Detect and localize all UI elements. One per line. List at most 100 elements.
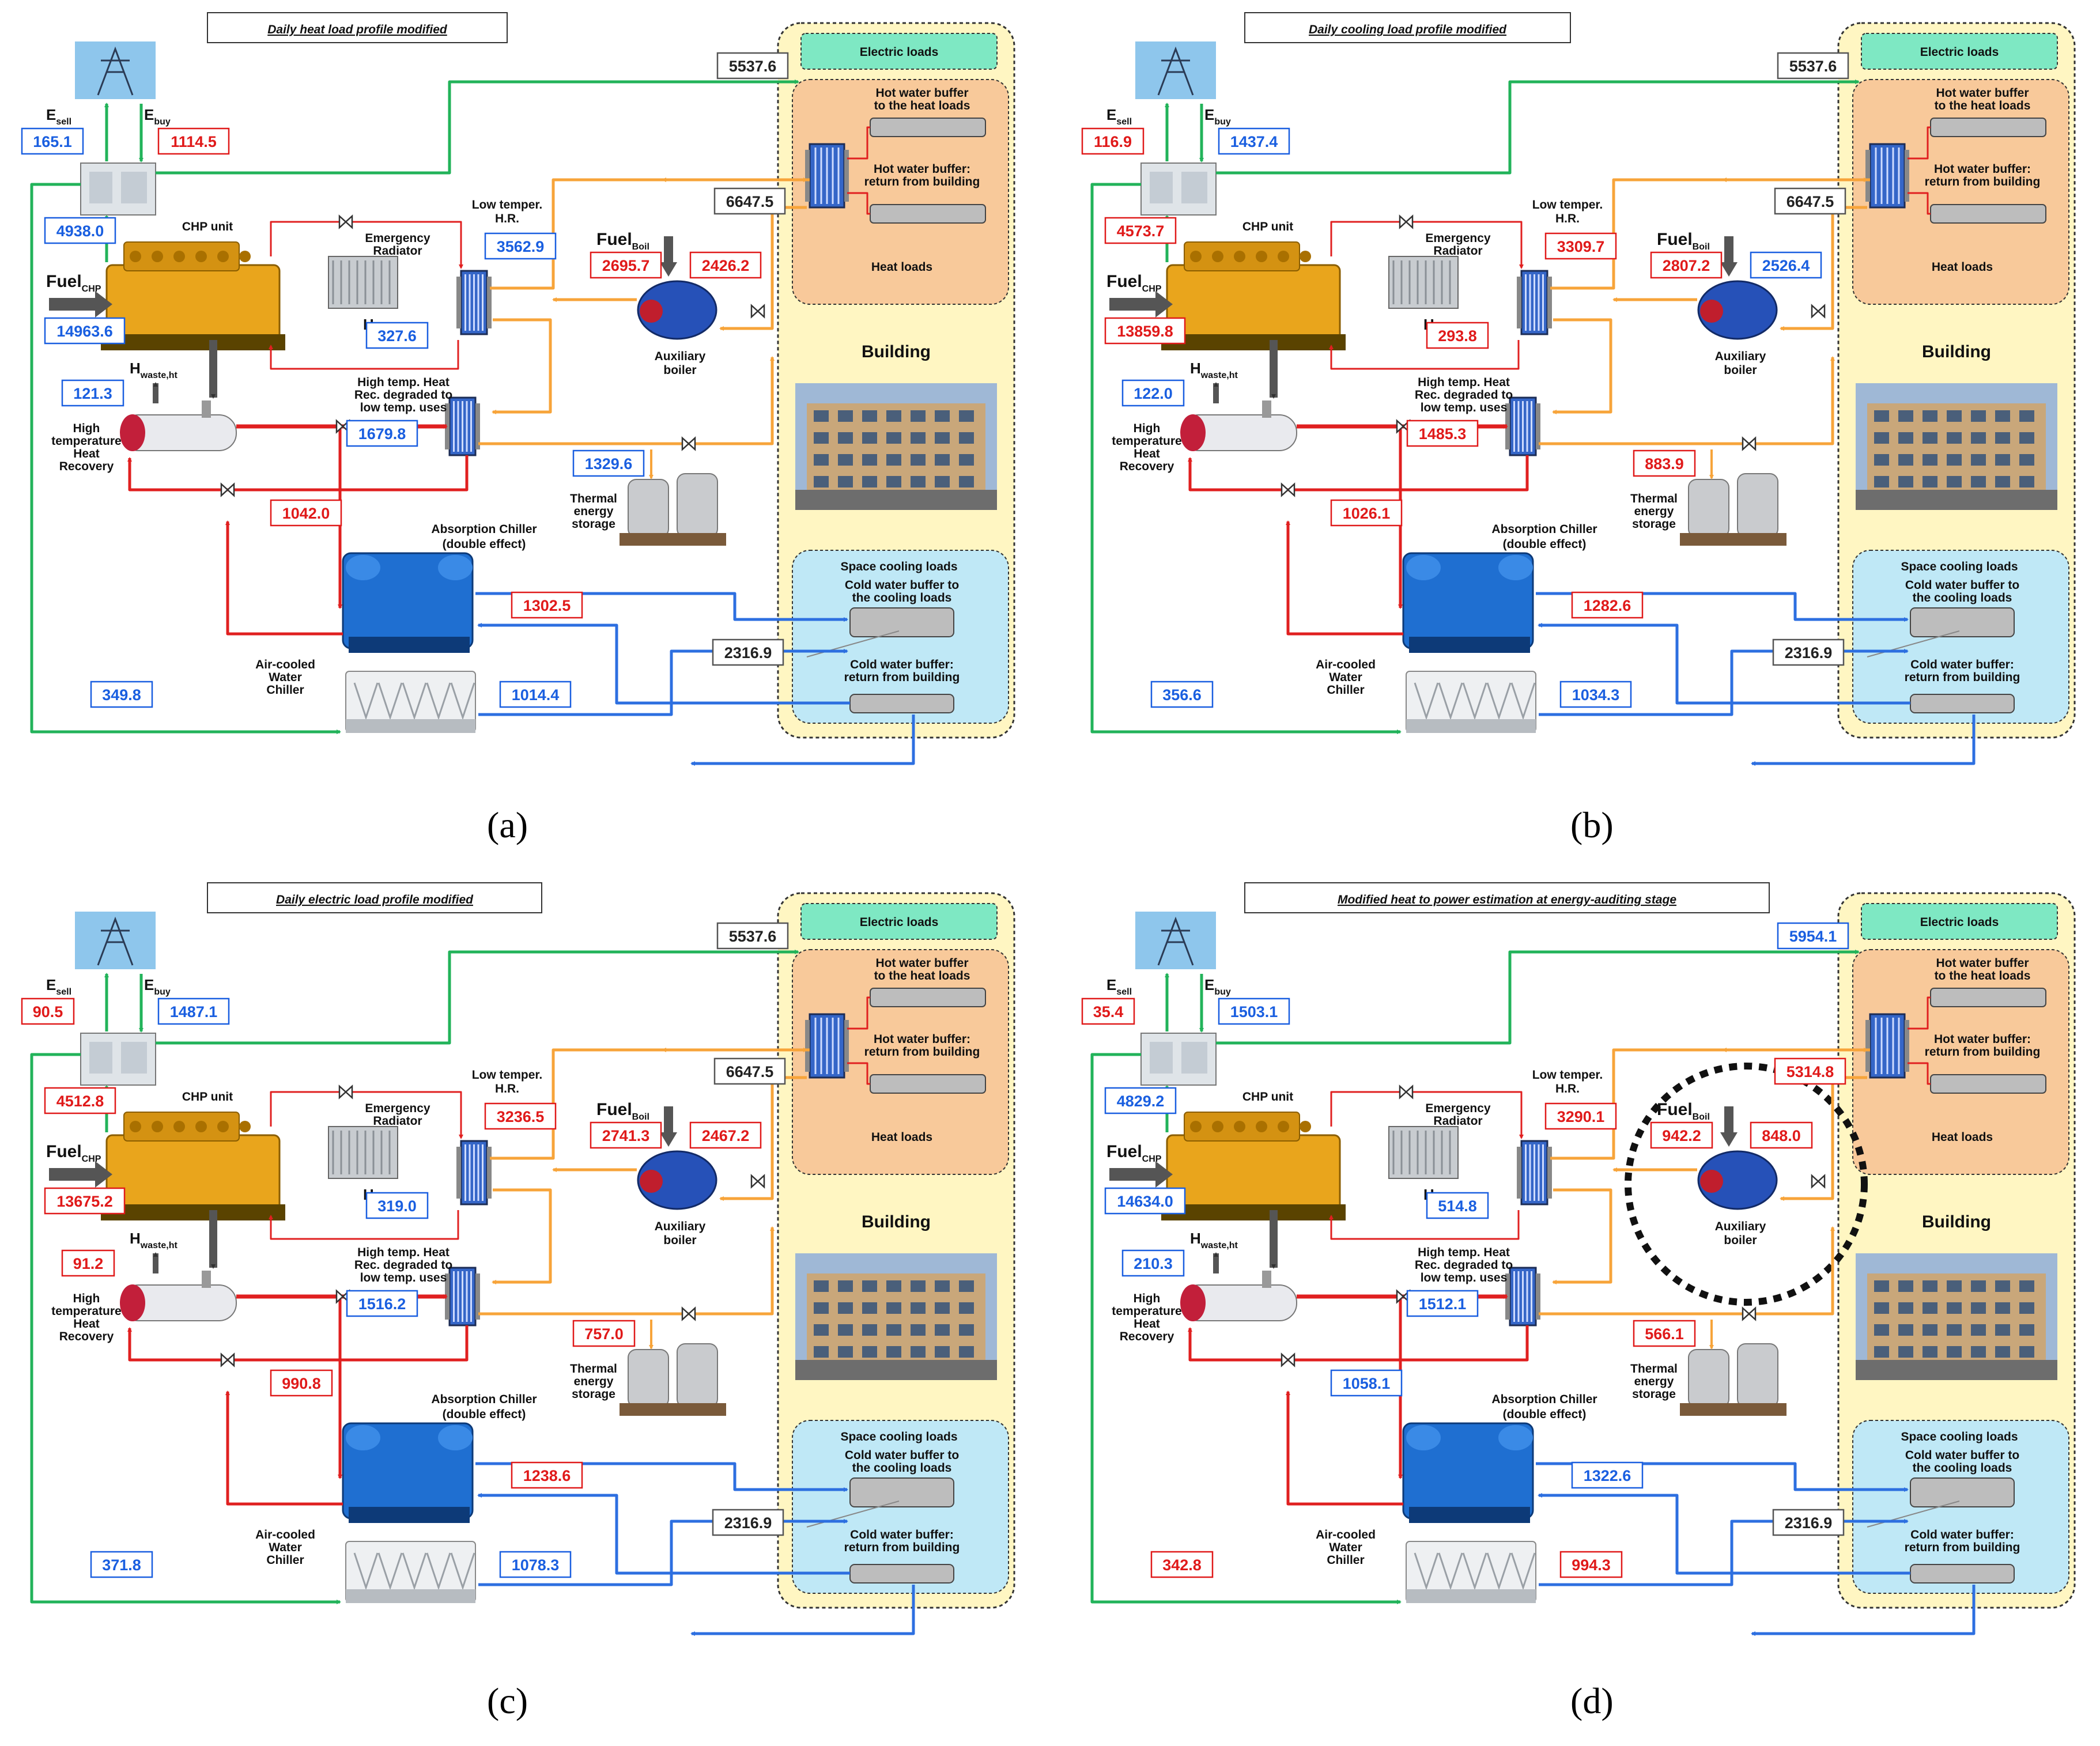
- value-text-low-temp-hr: 3236.5: [497, 1108, 545, 1125]
- thermal-storage-label-line: storage: [1632, 517, 1676, 531]
- emergency-radiator-label-line: Emergency: [365, 1102, 430, 1115]
- heat-loads-exchanger: [805, 143, 849, 209]
- value-text-abs-out: 1322.6: [1584, 1467, 1631, 1484]
- high-temp-hr-label-line: Recovery: [59, 460, 114, 473]
- hot-buffer-return-label-line: Hot water buffer:: [874, 1033, 970, 1046]
- value-fuel-boil: 2741.3: [590, 1121, 662, 1149]
- value-text-boiler-out: 2526.4: [1762, 257, 1810, 274]
- heat-loads-label: Heat loads: [1932, 1131, 1993, 1144]
- auxiliary-boiler-label-line: Auxiliary: [1715, 350, 1766, 363]
- value-text-chp-elec: 4829.2: [1117, 1093, 1165, 1110]
- auxiliary-boiler: [637, 280, 717, 340]
- cold-buffer-return-label-line: return from building: [1905, 671, 2020, 684]
- auxiliary-boiler-label-line: Auxiliary: [1715, 1220, 1766, 1233]
- ht-degraded-exchanger: [445, 396, 480, 456]
- value-text-low-temp-hr: 3562.9: [497, 238, 545, 255]
- value-fuel-chp: 14963.6: [44, 317, 126, 345]
- high-temp-hr-label-line: Recovery: [1120, 1330, 1174, 1343]
- value-abs-in: 990.8: [270, 1369, 333, 1397]
- ht-degraded-exchanger: [1505, 1267, 1540, 1326]
- tes-supply: [1539, 356, 1835, 445]
- valve-3: [750, 1174, 765, 1189]
- air-cooled-chiller-label-line: Chiller: [1327, 683, 1364, 697]
- space-cooling-label: Space cooling loads: [1901, 560, 2018, 573]
- thermal-storage-label-line: storage: [572, 1388, 615, 1401]
- tes-supply: [478, 356, 775, 445]
- electric-supply-flow: [156, 950, 799, 1045]
- space-cooling-label: Space cooling loads: [840, 560, 957, 573]
- fuel-chp-arrowhead: [1155, 1161, 1173, 1188]
- value-heat-supply: 6647.5: [713, 1057, 786, 1085]
- emergency-radiator-label-line: Emergency: [1425, 232, 1491, 245]
- cold-buffer-to-label-line: the cooling loads: [852, 1461, 952, 1475]
- absorption-chiller-label-line: Absorption Chiller: [1491, 1393, 1597, 1406]
- heat-loads-label: Heat loads: [871, 1131, 932, 1144]
- value-acc-in: 356.6: [1150, 681, 1214, 708]
- hot-return-link: [1908, 1062, 1931, 1085]
- value-text-e-sell: 116.9: [1094, 133, 1132, 150]
- e-buy-label-base: Ebuy: [144, 976, 171, 997]
- value-e-buy: 1437.4: [1218, 127, 1290, 155]
- value-text-acc-out: 1034.3: [1572, 686, 1620, 704]
- value-text-boiler-out: 2467.2: [702, 1127, 750, 1144]
- ht-return-loop: [1188, 1325, 1529, 1362]
- value-text-low-temp-hr: 3309.7: [1557, 238, 1605, 255]
- chp-unit-label: CHP unit: [1242, 220, 1293, 233]
- air-cooled-chiller-label-line: Water: [1329, 1541, 1362, 1554]
- value-cooling-load: 2316.9: [712, 638, 784, 666]
- high-temp-heat-recovery: [120, 400, 237, 451]
- value-text-ht-degraded: 1679.8: [358, 425, 406, 443]
- hot-buffer-tank: [870, 118, 986, 137]
- valve-3: [1811, 304, 1826, 319]
- value-text-tes: 757.0: [584, 1325, 624, 1343]
- cold-buffer-tank: [849, 607, 954, 637]
- value-text-h-waste-ht: 91.2: [73, 1255, 104, 1272]
- value-text-elec-load: 5537.6: [729, 928, 777, 945]
- hot-buffer-tank: [1930, 988, 2046, 1007]
- value-text-chp-elec: 4938.0: [56, 222, 104, 240]
- chiller-electric-flow: [1090, 183, 1402, 734]
- value-text-acc-out: 1014.4: [512, 686, 560, 704]
- high-temp-hr-label-line: High: [73, 422, 100, 435]
- high-temp-hr-label-line: temperature: [1112, 434, 1181, 448]
- hot-buffer-to-label-line: Hot water buffer: [875, 86, 968, 100]
- power-grid-pylon: [75, 41, 156, 99]
- e-sell-label-base: Esell: [1106, 976, 1132, 997]
- power-grid-pylon: [1135, 912, 1216, 969]
- value-text-abs-out: 1302.5: [523, 597, 571, 614]
- value-acc-out: 994.3: [1559, 1551, 1623, 1578]
- building-title: Building: [862, 1212, 931, 1231]
- value-abs-in: 1042.0: [270, 499, 342, 527]
- value-e-sell: 165.1: [21, 127, 84, 155]
- value-acc-in: 349.8: [90, 681, 153, 708]
- value-text-cooling-load: 2316.9: [724, 644, 772, 662]
- air-cooled-chiller-label-line: Air-cooled: [255, 658, 315, 671]
- boiler-return: [1780, 1076, 1867, 1201]
- valve-0: [338, 214, 353, 229]
- chp-engine: [101, 241, 285, 350]
- fuel-boil-label-base: FuelBoil: [1657, 1100, 1710, 1122]
- value-text-abs-out: 1282.6: [1584, 597, 1631, 614]
- e-sell-label-base: Esell: [46, 976, 71, 997]
- h-waste-ht-label-base: Hwaste,ht: [130, 360, 177, 380]
- air-cooled-chiller: [1406, 671, 1536, 733]
- hot-buffer-to-label-line: to the heat loads: [874, 969, 970, 982]
- fuel-chp-label: FuelCHP: [1106, 272, 1162, 294]
- cold-buffer-return-label-line: Cold water buffer:: [850, 658, 954, 671]
- chp-engine: [1161, 1112, 1346, 1220]
- emergency-radiator-label-line: Radiator: [373, 244, 422, 258]
- panel-title-box: [1244, 882, 1770, 913]
- cold-buffer-return-label-line: return from building: [844, 1541, 960, 1554]
- abs-cold-return: [1538, 1493, 1910, 1575]
- electric-loads-label: Electric loads: [1920, 916, 1999, 929]
- value-text-h-waste-ht: 210.3: [1134, 1255, 1173, 1272]
- cold-return-tank: [849, 1564, 954, 1584]
- absorption-chiller-label: Absorption Chiller(double effect): [431, 1393, 537, 1421]
- hot-buffer-to-label-line: Hot water buffer: [875, 957, 968, 970]
